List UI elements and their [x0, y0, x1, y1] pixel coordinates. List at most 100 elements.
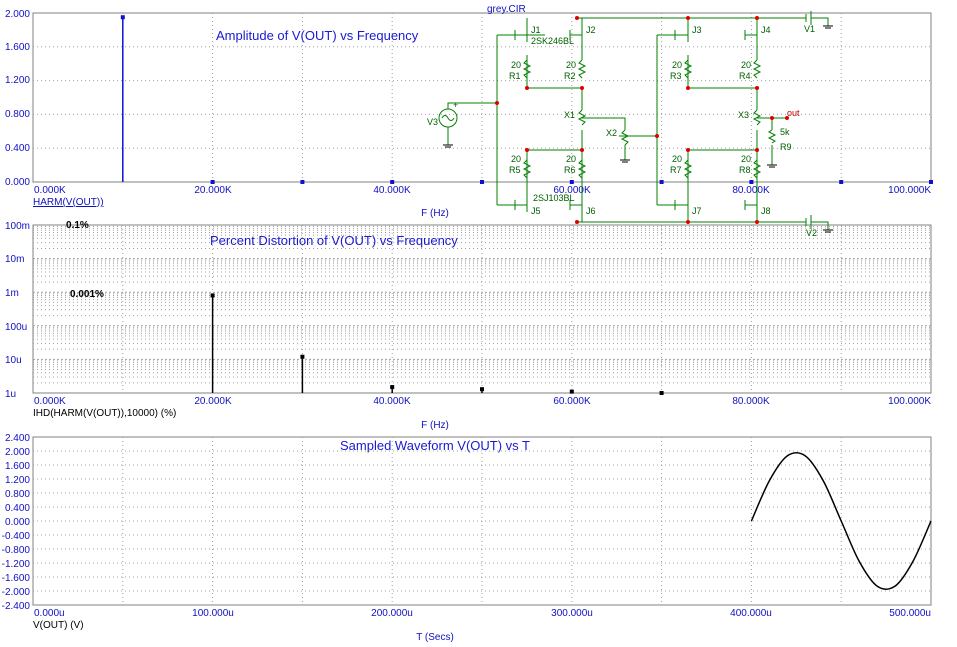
circuit-title: grey.CIR: [487, 4, 526, 15]
waveform-ytick: 2.000: [5, 447, 30, 458]
jfet-j3-icon: [674, 28, 689, 42]
amplitude-grid: [33, 13, 931, 182]
distortion-xtick: 40.000K: [373, 396, 411, 407]
distortion-point: [569, 389, 574, 394]
jfet-j8-icon: [744, 198, 758, 212]
ac-source-v3-icon: [438, 102, 458, 148]
waveform-series-line: [750, 452, 932, 590]
waveform-grid: [33, 437, 931, 605]
amplitude-point: [749, 180, 754, 184]
amplitude-point: [569, 180, 574, 184]
label-r5: R5: [509, 165, 521, 175]
label-r6: R6: [564, 165, 576, 175]
waveform-ytick: 0.000: [5, 517, 30, 528]
distortion-xtick: 20.000K: [194, 396, 232, 407]
distortion-ytick: 100m: [5, 221, 30, 232]
distortion-point: [300, 354, 305, 359]
waveform-ytick: 1.200: [5, 475, 30, 486]
label-j7: J7: [692, 206, 702, 216]
resistor-r3-icon: [683, 59, 693, 79]
waveform-xtick: 100.000u: [192, 608, 234, 619]
label-r8: R8: [739, 165, 751, 175]
distortion-xtick: 0.000K: [34, 396, 66, 407]
gate-bus-left: [496, 34, 515, 206]
amplitude-marks: [120, 15, 933, 184]
distortion-point: [480, 387, 484, 392]
amplitude-point: [839, 180, 844, 184]
battery-v2-icon: [805, 215, 833, 233]
waveform-ylabel: V(OUT) (V): [33, 620, 84, 631]
resistor-r6-icon: [577, 159, 587, 179]
waveform-xtick: 500.000u: [889, 608, 931, 619]
resistor-r2-icon: [577, 59, 587, 79]
amplitude-xtick: 80.000K: [732, 185, 770, 196]
distortion-ytick: 1m: [5, 288, 19, 299]
gate-bus-right: [625, 34, 675, 206]
distortion-xtick: 60.000K: [553, 396, 591, 407]
amplitude-ytick: 0.800: [5, 109, 30, 120]
label-j2: J2: [586, 25, 596, 35]
label-out: out: [787, 108, 800, 118]
label-r7-value: 20: [672, 154, 682, 164]
waveform-ytick: 2.400: [5, 433, 30, 444]
distortion-point: [210, 293, 215, 298]
amplitude-xtick: 20.000K: [194, 185, 232, 196]
label-plus: +: [453, 100, 458, 110]
label-model-p: 2SJ103BL: [533, 193, 575, 203]
waveform-xlabel: T (Secs): [416, 632, 454, 643]
distortion-point: [390, 385, 395, 390]
label-v3: V3: [427, 117, 438, 127]
waveform-plot[interactable]: -2.400-2.000-1.600-1.200-0.800-0.4000.00…: [2, 433, 932, 643]
waveform-xtick: 300.000u: [551, 608, 593, 619]
pot-x2-icon: [619, 129, 630, 146]
jfet-j4-icon: [744, 28, 758, 42]
label-r2-value: 20: [566, 60, 576, 70]
amplitude-point: [659, 180, 664, 184]
amplitude-ytick: 1.200: [5, 75, 30, 86]
pot-x3-icon: [752, 109, 762, 126]
amplitude-ylabel: HARM(V(OUT)): [33, 197, 104, 208]
resistor-r1-icon: [522, 59, 532, 79]
waveform-ytick: -1.600: [2, 573, 31, 584]
label-r1-value: 20: [511, 60, 521, 70]
label-r4-value: 20: [741, 60, 751, 70]
resistor-r5-icon: [522, 159, 532, 179]
label-r3-value: 20: [672, 60, 682, 70]
distortion-ylabel: IHD(HARM(V(OUT)),10000) (%): [33, 408, 176, 419]
waveform-ytick: -1.200: [2, 559, 31, 570]
amplitude-point: [929, 180, 933, 184]
label-v2: V2: [806, 228, 817, 238]
distortion-ytick: 1u: [5, 389, 16, 400]
waveform-ytick: -2.000: [2, 587, 31, 598]
amplitude-xtick: 0.000K: [34, 185, 66, 196]
label-j3: J3: [692, 25, 702, 35]
circuit-schematic[interactable]: grey.CIR V1 V2: [427, 4, 833, 238]
label-r9: R9: [780, 142, 792, 152]
jfet-j7-icon: [674, 198, 689, 212]
pot-x1-icon: [577, 109, 587, 126]
waveform-ytick: -0.400: [2, 531, 31, 542]
amplitude-point: [480, 180, 484, 184]
waveform-marks: [750, 452, 932, 590]
resistor-r9-icon: [767, 129, 777, 144]
distortion-title: Percent Distortion of V(OUT) vs Frequenc…: [210, 233, 458, 248]
amplitude-ytick: 0.000: [5, 177, 30, 188]
label-r4: R4: [739, 71, 751, 81]
label-r1: R1: [509, 71, 521, 81]
distortion-point: [659, 391, 664, 395]
label-x1: X1: [564, 110, 575, 120]
distortion-plot[interactable]: 1u 10u 100u 1m 10m 100m 0.000K 20.000K 4…: [5, 220, 932, 431]
waveform-ytick: 0.400: [5, 503, 30, 514]
amplitude-xtick: 60.000K: [553, 185, 591, 196]
distortion-marks: [210, 293, 664, 395]
amplitude-plot[interactable]: 0.000 0.400 0.800 1.200 1.600 2.000 0.00…: [5, 9, 933, 219]
amplitude-point: [390, 180, 395, 184]
resistor-r7-icon: [683, 159, 693, 179]
label-x3: X3: [738, 110, 749, 120]
distortion-xtick: 80.000K: [732, 396, 770, 407]
label-model-n: 2SK246BL: [531, 36, 574, 46]
waveform-xtick: 400.000u: [730, 608, 772, 619]
distortion-xlabel: F (Hz): [421, 420, 449, 431]
label-j6: J6: [586, 206, 596, 216]
amplitude-ytick: 0.400: [5, 143, 30, 154]
